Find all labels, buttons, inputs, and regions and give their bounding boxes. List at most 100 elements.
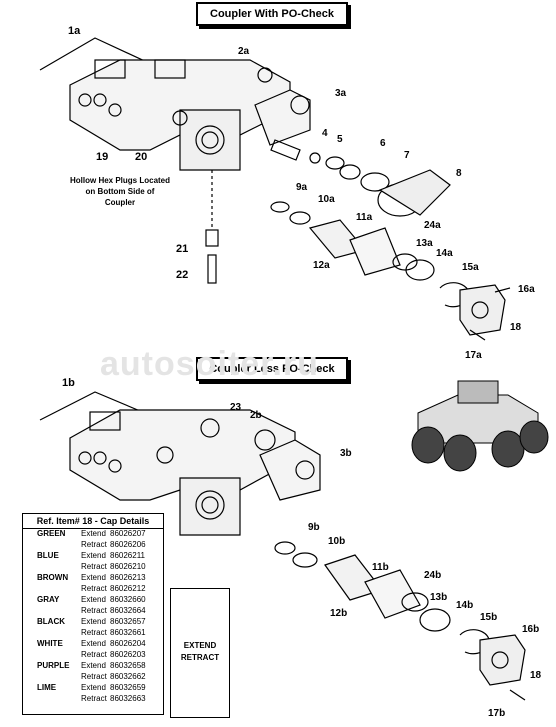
cap-table-row: GRAY Extend 86032660 xyxy=(23,595,163,606)
cap-num: 86026206 xyxy=(110,540,146,549)
cap-mode: Extend xyxy=(81,661,106,670)
cap-num: 86026207 xyxy=(110,529,146,538)
cap-details-table: Ref. Item# 18 - Cap Details GREEN Extend 8… xyxy=(22,513,164,715)
cap-table-row: WHITE Extend 86026204 xyxy=(23,639,163,650)
cap-mode: Retract xyxy=(81,584,107,593)
cap-num: 86032658 xyxy=(110,661,146,670)
cap-mode: Extend xyxy=(81,573,106,582)
callout-11b: 11b xyxy=(372,562,389,573)
cap-table-row: BROWN Extend 86026213 xyxy=(23,573,163,584)
watermark: autosoiter.ru xyxy=(100,345,319,383)
cap-color: BLUE xyxy=(37,551,59,560)
cap-num: 86026212 xyxy=(110,584,146,593)
cap-mode: Retract xyxy=(81,650,107,659)
callout-7: 7 xyxy=(404,150,410,161)
cap-color: GREEN xyxy=(37,529,66,538)
callout-9a: 9a xyxy=(296,182,308,193)
callout-17b: 17b xyxy=(488,708,505,719)
cap-mode: Retract xyxy=(81,606,107,615)
callout-24b: 24b xyxy=(424,570,441,581)
boss-2 xyxy=(154,59,186,79)
callout-18-top: 18 xyxy=(510,322,522,333)
cap-mode: Extend xyxy=(81,529,106,538)
cap-num: 86026203 xyxy=(110,650,146,659)
cap-num: 86032663 xyxy=(110,694,146,703)
hollow-hex-plug-note: Hollow Hex Plugs Located on Bottom Side … xyxy=(70,176,171,207)
callout-23: 23 xyxy=(230,402,242,413)
cap-mode: Extend xyxy=(81,595,106,604)
cap-num: 86026213 xyxy=(110,573,146,582)
cap-num: 86026204 xyxy=(110,639,146,648)
cap-color: PURPLE xyxy=(37,661,70,670)
callout-2b: 2b xyxy=(250,410,262,421)
cap-color: LIME xyxy=(37,683,57,692)
cap-num: 86032662 xyxy=(110,672,146,681)
callout-2a: 2a xyxy=(238,46,250,57)
callout-13b: 13b xyxy=(430,592,447,603)
callout-1a: 1a xyxy=(68,25,81,37)
cap-mode: Retract xyxy=(81,628,107,637)
cap-table-title: Ref. Item# 18 - Cap Details xyxy=(23,514,163,529)
callout-14a: 14a xyxy=(436,248,453,259)
cap-mode: Retract xyxy=(81,694,107,703)
cap-mode: Retract xyxy=(81,672,107,681)
callout-19: 19 xyxy=(96,151,108,163)
callout-16a: 16a xyxy=(518,284,535,295)
cap-color: BROWN xyxy=(37,573,69,582)
callout-12b: 12b xyxy=(330,608,347,619)
cap-mode: Retract xyxy=(81,540,107,549)
cap-color: WHITE xyxy=(37,639,63,648)
callout-24a: 24a xyxy=(424,220,441,231)
callout-8: 8 xyxy=(456,168,462,179)
callout-22: 22 xyxy=(176,269,188,281)
cap-mode: Extend xyxy=(81,617,106,626)
boss-1 xyxy=(94,59,126,79)
callout-9b: 9b xyxy=(308,522,320,533)
cap-mode: Extend xyxy=(81,551,106,560)
callout-11a: 11a xyxy=(356,212,373,223)
callout-12a: 12a xyxy=(313,260,330,271)
cap-num: 86032659 xyxy=(110,683,146,692)
callout-10b: 10b xyxy=(328,536,345,547)
cap-table-row: BLACK Extend 86032657 xyxy=(23,617,163,628)
title-top: Coupler With PO-Check xyxy=(196,2,348,26)
cap-num: 86032657 xyxy=(110,617,146,626)
callout-14b: 14b xyxy=(456,600,473,611)
cap-num: 86032664 xyxy=(110,606,146,615)
cap-color: GRAY xyxy=(37,595,60,604)
callout-16b: 16b xyxy=(522,624,539,635)
cap-mode: Extend xyxy=(81,683,106,692)
callout-15b: 15b xyxy=(480,612,497,623)
callout-15a: 15a xyxy=(462,262,479,273)
legend-extend-label: EXTEND xyxy=(183,641,217,650)
cap-color: BLACK xyxy=(37,617,65,626)
callout-5: 5 xyxy=(337,134,343,145)
extend-retract-legend: EXTEND RETRACT xyxy=(170,588,230,718)
cap-num: 86026210 xyxy=(110,562,146,571)
cap-table-row: GREEN Extend 86026207 xyxy=(23,529,163,540)
port-block-top xyxy=(179,109,241,171)
cap-table-row: LIME Extend 86032659 xyxy=(23,683,163,694)
title-bottom: Coupler Less PO-Check xyxy=(196,357,348,381)
legend-retract-label: RETRACT xyxy=(180,653,220,662)
callout-17a: 17a xyxy=(465,350,482,361)
callout-6: 6 xyxy=(380,138,386,149)
callout-13a: 13a xyxy=(416,238,433,249)
cap-num: 86032661 xyxy=(110,628,146,637)
cap-table-row: PURPLE Extend 86032658 xyxy=(23,661,163,672)
cap-mode: Extend xyxy=(81,639,106,648)
callout-21: 21 xyxy=(176,243,188,255)
cap-num: 86032660 xyxy=(110,595,146,604)
callout-3b: 3b xyxy=(340,448,352,459)
